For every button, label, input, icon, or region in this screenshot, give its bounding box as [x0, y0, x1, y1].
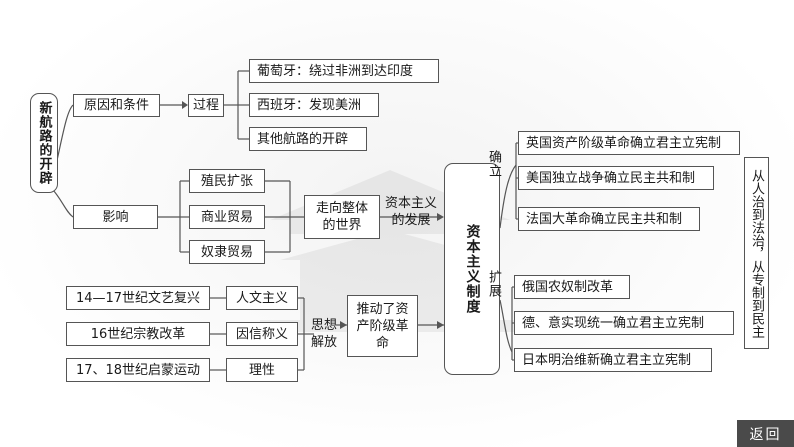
- expand-item-germany-italy: 德、意实现统一确立君主立宪制: [514, 311, 734, 335]
- process-label: 过程: [192, 98, 219, 113]
- expand-item-label: 德、意实现统一确立君主立宪制: [522, 315, 705, 331]
- thought-liberation-label: 思想解放: [310, 318, 337, 350]
- process-item-label: 西班牙：发现美洲: [257, 97, 362, 113]
- trade-item-slave-trade: 奴隶贸易: [189, 240, 265, 264]
- trade-item-colonial-expansion: 殖民扩张: [189, 169, 265, 193]
- establish-item-france: 法国大革命确立民主共和制: [518, 207, 700, 231]
- idea-justification-by-faith: 因信称义: [226, 322, 298, 346]
- establish-item-usa: 美国独立战争确立民主共和制: [518, 166, 714, 190]
- establish-item-label: 美国独立战争确立民主共和制: [526, 170, 696, 186]
- influence-label: 影响: [102, 209, 129, 225]
- causes-box: 原因和条件: [73, 94, 160, 117]
- expand-item-japan: 日本明治维新确立君主立宪制: [514, 348, 712, 372]
- process-item-label: 其他航路的开辟: [257, 131, 349, 147]
- process-item-other-routes: 其他航路的开辟: [249, 127, 367, 151]
- process-item-spain: 西班牙：发现美洲: [249, 93, 379, 117]
- root-topic-box: 新航路的开辟: [30, 93, 58, 193]
- expand-item-russia: 俄国农奴制改革: [514, 275, 630, 299]
- summary-label: 从人治到法治，从专制到民主: [749, 168, 764, 338]
- process-item-portugal: 葡萄牙：绕过非洲到达印度: [249, 59, 439, 83]
- push-revolution-label: 推动了资产阶级革命: [356, 301, 409, 351]
- establish-label: 确立: [486, 150, 501, 178]
- causes-label: 原因和条件: [83, 98, 149, 113]
- world-label: 走向整体的世界: [315, 201, 368, 233]
- summary-box: 从人治到法治，从专制到民主: [744, 157, 769, 349]
- movement-enlightenment: 17、18世纪启蒙运动: [66, 358, 210, 382]
- idea-label: 人文主义: [235, 290, 288, 306]
- trade-item-commerce: 商业贸易: [189, 205, 265, 229]
- movement-label: 16世纪宗教改革: [90, 326, 186, 342]
- movement-reformation: 16世纪宗教改革: [66, 322, 210, 346]
- capitalist-system-box: 资本主义制度: [444, 163, 500, 375]
- movement-renaissance: 14—17世纪文艺复兴: [66, 286, 210, 310]
- establish-item-label: 英国资产阶级革命确立君主立宪制: [526, 135, 722, 151]
- idea-humanism: 人文主义: [226, 286, 298, 310]
- root-topic-label: 新航路的开辟: [36, 101, 52, 185]
- push-revolution-box: 推动了资产阶级革命: [347, 295, 418, 357]
- capitalism-development-label: 资本主义的发展: [384, 196, 437, 228]
- influence-box: 影响: [73, 205, 158, 229]
- establish-item-label: 法国大革命确立民主共和制: [526, 211, 683, 227]
- idea-reason: 理性: [226, 358, 298, 382]
- back-button[interactable]: 返回: [737, 420, 794, 447]
- trade-item-label: 商业贸易: [200, 209, 253, 225]
- process-item-label: 葡萄牙：绕过非洲到达印度: [257, 63, 414, 79]
- expand-label: 扩展: [486, 270, 501, 298]
- expand-item-label: 俄国农奴制改革: [522, 279, 614, 295]
- expand-item-label: 日本明治维新确立君主立宪制: [522, 352, 692, 368]
- idea-label: 理性: [248, 362, 275, 378]
- capitalist-system-label: 资本主义制度: [464, 224, 481, 314]
- trade-item-label: 奴隶贸易: [200, 244, 253, 260]
- movement-label: 14—17世纪文艺复兴: [75, 290, 201, 306]
- movement-label: 17、18世纪启蒙运动: [75, 362, 201, 378]
- trade-item-label: 殖民扩张: [200, 173, 253, 189]
- back-button-label: 返回: [749, 426, 782, 443]
- establish-item-britain: 英国资产阶级革命确立君主立宪制: [518, 131, 740, 155]
- idea-label: 因信称义: [235, 326, 288, 342]
- world-box: 走向整体的世界: [304, 195, 380, 239]
- process-box: 过程: [188, 94, 224, 117]
